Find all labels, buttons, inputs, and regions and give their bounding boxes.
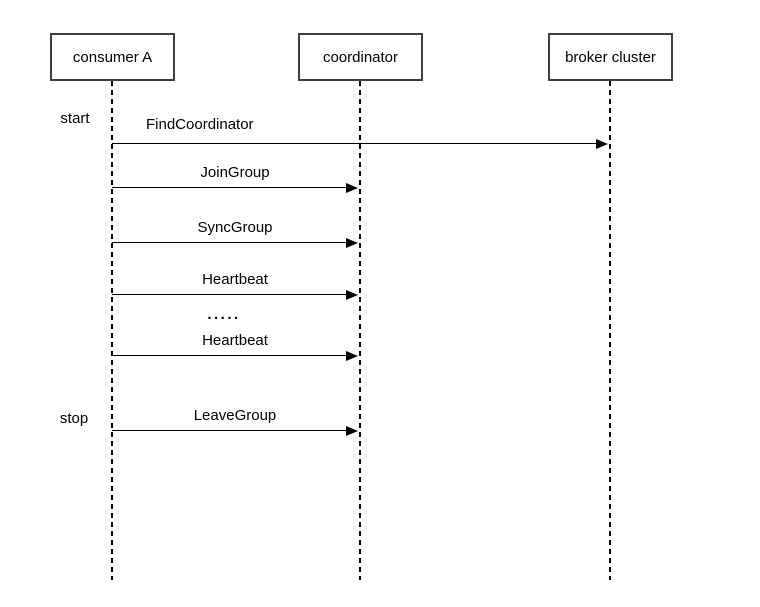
participant-coordinator-label: coordinator (322, 48, 399, 66)
participant-consumer-a: consumer A (50, 33, 175, 81)
arrow-head-icon (346, 182, 358, 193)
participant-coordinator: coordinator (298, 33, 423, 81)
message-line (112, 430, 350, 432)
message-line (112, 242, 350, 244)
arrow-head-icon (596, 138, 608, 149)
message-line (112, 143, 600, 145)
participant-broker-cluster: broker cluster (548, 33, 673, 81)
message-line (112, 355, 350, 357)
lifeline-consumer-a (111, 81, 113, 580)
lifeline-broker-cluster (609, 81, 611, 580)
message-joingroup-label: JoinGroup (200, 164, 270, 181)
annotation-stop: stop (59, 410, 89, 427)
lifeline-coordinator (359, 81, 361, 580)
participant-broker-cluster-label: broker cluster (565, 48, 656, 66)
message-line (112, 294, 350, 296)
repetition-ellipsis: ..... (207, 306, 241, 323)
arrow-head-icon (346, 289, 358, 300)
annotation-start: start (60, 110, 90, 127)
message-heartbeat-2-label: Heartbeat (202, 332, 268, 349)
message-leavegroup-label: LeaveGroup (193, 407, 277, 424)
participant-consumer-a-label: consumer A (72, 48, 153, 66)
message-heartbeat-1-label: Heartbeat (202, 271, 268, 288)
message-line (112, 187, 350, 189)
arrow-head-icon (346, 350, 358, 361)
message-syncgroup-label: SyncGroup (197, 219, 273, 236)
message-findcoordinator-label: FindCoordinator (146, 116, 254, 133)
arrow-head-icon (346, 237, 358, 248)
arrow-head-icon (346, 425, 358, 436)
